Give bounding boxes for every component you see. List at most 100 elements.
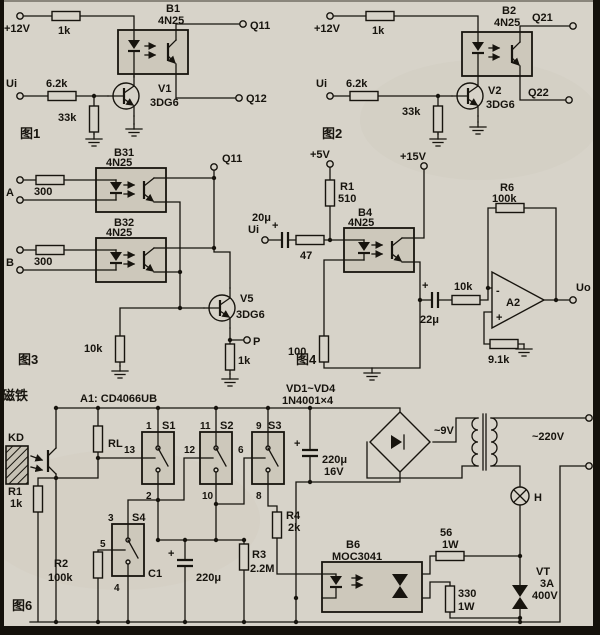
capacitor-c1 [177, 558, 193, 568]
analog-switch-s4 [111, 523, 145, 577]
pin-label: 1 [146, 421, 152, 432]
resistor-label: 1k [58, 25, 71, 37]
terminal [239, 20, 247, 28]
resistor-label: 1k [372, 25, 385, 37]
figure-caption: 图4 [296, 352, 317, 367]
resistor-label: 47 [300, 250, 312, 262]
opto-label: B31 [114, 147, 134, 159]
opto-type-label: 4N25 [158, 15, 184, 27]
triac-current-label: 3A [540, 578, 554, 590]
resistor-1k [51, 10, 81, 22]
resistor-label: 300 [34, 256, 52, 268]
figure-caption: 图2 [322, 126, 342, 141]
terminal [16, 12, 24, 20]
diode-type-label: 1N4001×4 [282, 395, 334, 407]
switch-label: S2 [220, 420, 233, 432]
terminal [569, 296, 577, 304]
resistor-label: 330 [458, 588, 476, 600]
supply-label: +12V [314, 23, 341, 35]
output-label: Uo [576, 282, 591, 294]
photo-sensor-kd [30, 447, 57, 475]
opto-label: B1 [166, 3, 180, 15]
output-label: Q21 [532, 12, 553, 24]
resistor-10k [114, 335, 126, 363]
figure-caption: 图3 [18, 352, 38, 367]
terminal [585, 462, 593, 470]
figure-caption: 图1 [20, 126, 40, 141]
resistor-label: R4 [286, 510, 301, 522]
sensor-label: KD [8, 432, 24, 444]
scan-stain [0, 450, 260, 590]
input-label: Ui [316, 78, 327, 90]
resistor-r2-100k [92, 551, 104, 579]
opto-type-label: 4N25 [106, 157, 132, 169]
resistor-label: 33k [58, 112, 77, 124]
terminal [326, 12, 334, 20]
opto-type-label: 4N25 [494, 17, 520, 29]
terminal [585, 414, 593, 422]
resistor-label: 1k [238, 355, 251, 367]
analog-switch-s3 [251, 431, 285, 485]
opamp-minus-label: - [496, 285, 500, 297]
input-label: A [6, 187, 14, 199]
resistor-value-label: 2.2M [250, 563, 274, 575]
resistor-label: 300 [34, 186, 52, 198]
resistor-33k [432, 105, 444, 133]
lamp-h [510, 486, 530, 506]
resistor-33k [88, 105, 100, 133]
analog-switch-s1 [141, 431, 175, 485]
transistor-label: V5 [240, 293, 253, 305]
pin-label: 3 [108, 513, 114, 524]
resistor-label: R3 [252, 549, 266, 561]
output-label: Q11 [222, 153, 242, 165]
pin-label: 6 [238, 445, 244, 456]
resistor-label: 33k [402, 106, 421, 118]
resistor-rl [92, 425, 104, 453]
resistor-label: 9.1k [488, 354, 510, 366]
pin-label: 13 [124, 445, 136, 456]
wires [332, 15, 571, 135]
output-label: Q12 [246, 93, 267, 105]
opamp-plus-label: + [496, 312, 502, 324]
opto-label: B4 [358, 207, 373, 219]
switch-label: S3 [268, 420, 281, 432]
resistor-label: 10k [454, 281, 473, 293]
pin-label: 5 [100, 539, 106, 550]
terminal [16, 196, 24, 204]
opto-label: B6 [346, 539, 360, 551]
junction-dots [327, 237, 559, 303]
bridge-rectifier [369, 411, 431, 473]
resistor-6k2 [349, 90, 379, 102]
pin-label: 10 [202, 491, 214, 502]
resistor-100 [318, 335, 330, 363]
resistor-label: R1 [8, 486, 22, 498]
supply-label: +5V [310, 149, 331, 161]
transformer [471, 413, 498, 471]
resistor-1k [365, 10, 395, 22]
resistor-wattage-label: 1W [442, 539, 459, 551]
capacitor-value-label: 220μ [196, 572, 221, 584]
resistor-value-label: 100k [48, 572, 73, 584]
resistor-r1-1k [32, 485, 44, 513]
transistor-label: V2 [488, 85, 501, 97]
capacitor-value-label: 220μ [322, 454, 347, 466]
resistor-r1-510 [324, 179, 336, 207]
resistor-300-b [35, 244, 65, 256]
capacitor-220u16v [302, 448, 318, 458]
resistor-label: 100 [288, 346, 306, 358]
terminal [261, 236, 269, 244]
opto-label: B2 [502, 5, 516, 17]
cap-polarity-label: + [168, 548, 174, 560]
resistor-value-label: 510 [338, 193, 356, 205]
capacitor-22u [430, 292, 440, 308]
optocoupler-b31 [96, 168, 166, 212]
pin-label: 9 [256, 421, 262, 432]
transistor-type-label: 3DG6 [150, 97, 179, 109]
junction-dots [177, 175, 233, 343]
junction-dots [53, 405, 523, 625]
resistor-330-1w [444, 585, 456, 613]
resistor-value-label: 100k [492, 193, 517, 205]
terminal [210, 163, 218, 171]
